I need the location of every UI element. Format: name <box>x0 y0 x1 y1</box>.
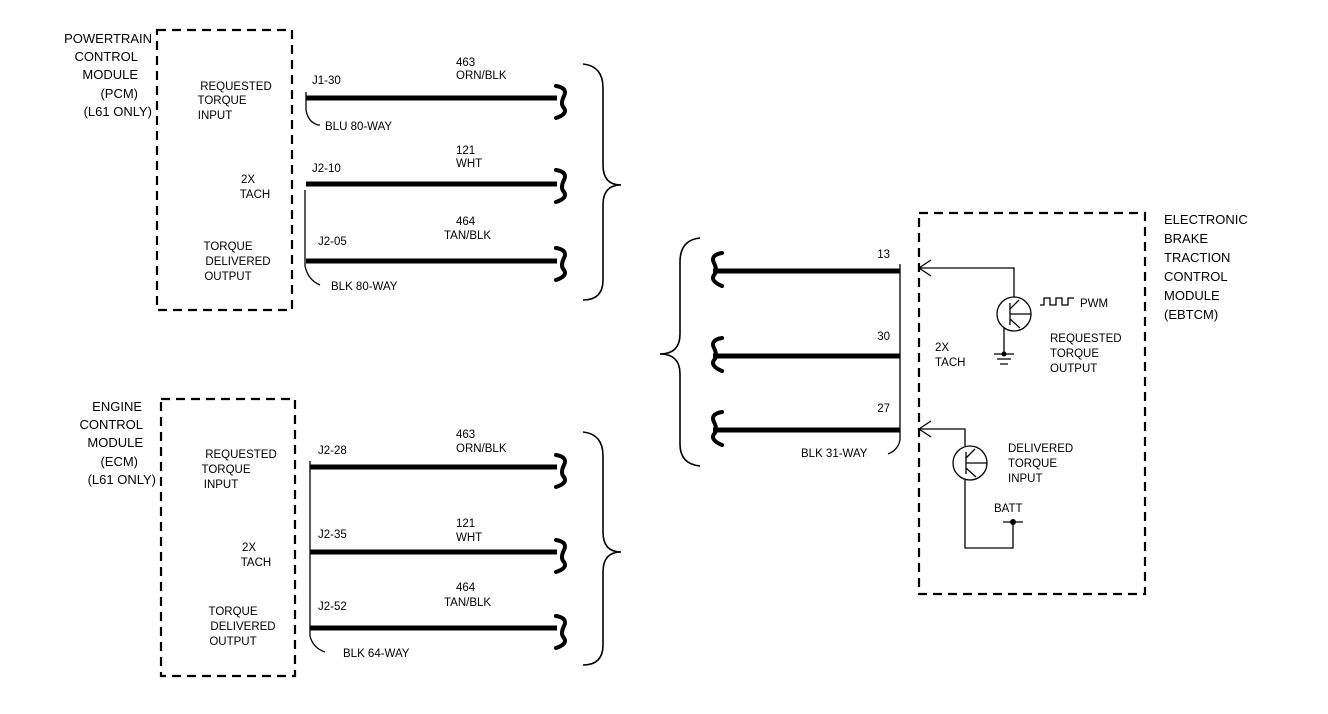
signal-line <box>964 480 1014 549</box>
circuit-number: 464 <box>456 216 476 228</box>
ecm-function-label: REQUESTED <box>205 449 277 461</box>
ecm-title-line: CONTROL <box>79 417 143 432</box>
pin-label: J2-35 <box>318 529 347 541</box>
pcm-module: POWERTRAIN CONTROL MODULE (PCM) (L61 ONL… <box>64 28 622 312</box>
pwm-waveform-icon <box>1040 297 1074 306</box>
requested-torque-label: OUTPUT <box>1050 363 1097 375</box>
pin-label: 30 <box>877 331 890 343</box>
tach-label: TACH <box>935 357 965 369</box>
tach-label: 2X <box>935 342 949 354</box>
terminal-hook <box>711 251 724 288</box>
wire-color: WHT <box>456 158 482 170</box>
pcm-title-line: POWERTRAIN <box>64 31 152 46</box>
pcm-function-label: TACH <box>240 189 270 201</box>
signal-line <box>919 267 1015 297</box>
ecm-function-label: TORQUE <box>209 606 258 618</box>
group-brace <box>582 431 622 666</box>
connector-outline <box>304 92 321 286</box>
ebtcm-title-line: CONTROL <box>1164 269 1228 284</box>
pcm-title-line: (L61 ONLY) <box>84 104 152 119</box>
wire-color: ORN/BLK <box>456 70 507 82</box>
pcm-title-line: (PCM) <box>100 86 138 101</box>
ecm-title-line: MODULE <box>87 435 143 450</box>
transistor-icon <box>1009 299 1031 329</box>
terminal-hook <box>554 246 567 282</box>
pcm-function-label: TORQUE <box>204 241 253 253</box>
wire-color: TAN/BLK <box>444 597 491 609</box>
terminal-hook <box>711 410 724 447</box>
ebtcm-title-line: ELECTRONIC <box>1164 212 1248 227</box>
connector-outline <box>309 461 326 653</box>
connector-label: BLK 31-WAY <box>801 448 868 460</box>
group-brace <box>659 237 701 467</box>
pcm-function-label: DELIVERED <box>205 256 270 268</box>
ecm-title-line: (ECM) <box>100 454 138 469</box>
ecm-function-label: 2X <box>242 542 256 554</box>
circuit-number: 463 <box>456 429 475 441</box>
pcm-function-label: TORQUE <box>198 95 247 107</box>
pwm-label: PWM <box>1080 298 1108 310</box>
ecm-function-label: OUTPUT <box>209 636 256 648</box>
ecm-function-label: TORQUE <box>202 464 251 476</box>
batt-label: BATT <box>994 503 1023 515</box>
terminal-hook <box>554 453 567 489</box>
ecm-function-label: TACH <box>241 557 271 569</box>
junction-dot <box>1001 351 1007 357</box>
terminal-hook <box>554 168 567 204</box>
circuit-number: 121 <box>456 518 475 530</box>
requested-torque-label: TORQUE <box>1050 348 1099 360</box>
ebtcm-box <box>917 211 1147 596</box>
ecm-box <box>159 397 297 678</box>
pin-label: J2-52 <box>318 601 347 613</box>
pcm-function-label: INPUT <box>198 110 233 122</box>
signal-line <box>919 428 966 446</box>
transistor-icon <box>965 448 987 478</box>
pin-label: 27 <box>877 403 890 415</box>
pin-label: J1-30 <box>312 75 341 87</box>
circuit-number: 121 <box>456 145 475 157</box>
ecm-title-line: ENGINE <box>92 399 142 414</box>
ebtcm-title-line: TRACTION <box>1164 250 1230 265</box>
pcm-title-line: MODULE <box>82 67 138 82</box>
group-brace <box>582 63 622 301</box>
ecm-function-label: INPUT <box>204 479 239 491</box>
requested-torque-label: REQUESTED <box>1050 333 1122 345</box>
ebtcm-title-line: MODULE <box>1164 288 1220 303</box>
ecm-function-label: DELIVERED <box>210 621 275 633</box>
ebtcm-title-line: (EBTCM) <box>1164 307 1218 322</box>
pin-label: 13 <box>877 249 890 261</box>
ebtcm-module: 13 30 27 BLK 31-WAY ELECTRONIC BRAKE TRA… <box>659 211 1248 596</box>
pin-label: J2-10 <box>312 163 341 175</box>
wire-color: TAN/BLK <box>444 230 491 242</box>
terminal-hook <box>711 336 724 373</box>
pin-label: J2-05 <box>318 236 347 248</box>
terminal-hook <box>554 614 567 650</box>
connector-label: BLU 80-WAY <box>325 121 392 133</box>
pcm-box <box>155 28 294 312</box>
terminal-hook <box>554 538 567 574</box>
pcm-function-label: 2X <box>241 174 255 186</box>
connector-label: BLK 64-WAY <box>343 648 410 660</box>
circuit-number: 464 <box>456 582 476 594</box>
ebtcm-title-line: BRAKE <box>1164 231 1208 246</box>
pcm-function-label: REQUESTED <box>200 81 272 93</box>
pin-label: J2-28 <box>318 445 347 457</box>
delivered-torque-label: DELIVERED <box>1008 443 1073 455</box>
circuit-number: 463 <box>456 57 475 69</box>
pcm-function-label: OUTPUT <box>204 271 251 283</box>
connector-outline <box>887 264 901 455</box>
pcm-title-line: CONTROL <box>74 49 138 64</box>
connector-label: BLK 80-WAY <box>331 281 398 293</box>
wire-color: WHT <box>456 532 482 544</box>
ecm-title-line: (L61 ONLY) <box>88 472 156 487</box>
delivered-torque-label: INPUT <box>1008 473 1043 485</box>
ecm-module: ENGINE CONTROL MODULE (ECM) (L61 ONLY) R… <box>79 397 622 678</box>
terminal-hook <box>554 84 567 120</box>
delivered-torque-label: TORQUE <box>1008 458 1057 470</box>
wire-color: ORN/BLK <box>456 443 507 455</box>
